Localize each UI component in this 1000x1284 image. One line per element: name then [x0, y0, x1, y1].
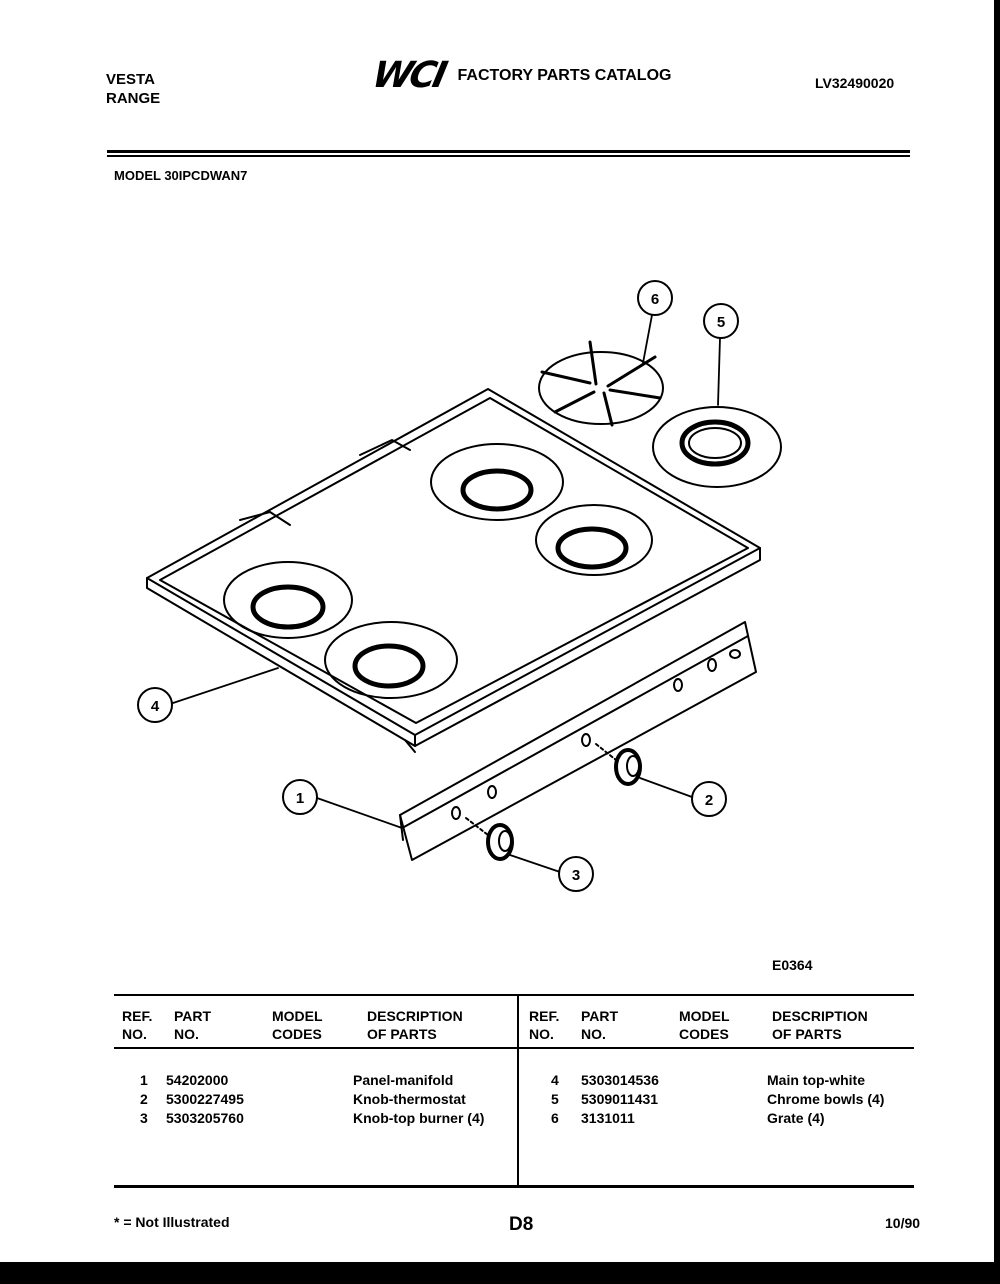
brand-block: VESTA RANGE: [106, 70, 160, 108]
callout-3: 3: [558, 856, 594, 892]
catalog-title-block: WCI FACTORY PARTS CATALOG: [369, 55, 672, 96]
callout-1-label: 1: [296, 790, 304, 807]
table-bottom-rule: [114, 1185, 914, 1188]
diagram-code: E0364: [772, 957, 813, 973]
page-number: D8: [509, 1214, 534, 1235]
catalog-number: LV32490020: [815, 75, 895, 91]
callout-5-label: 5: [717, 314, 725, 331]
callout-4-label: 4: [151, 698, 160, 715]
leader-lines: [172, 314, 721, 873]
grate: [538, 340, 664, 427]
table-top-rule: [114, 994, 914, 996]
header-rule-top: [107, 150, 910, 153]
callout-4: 4: [137, 687, 173, 723]
callout-5: 5: [703, 303, 739, 339]
header-rule-bottom: [107, 155, 910, 157]
model-label: MODEL 30IPCDWAN7: [114, 168, 248, 183]
callout-2: 2: [691, 781, 727, 817]
callout-1: 1: [282, 779, 318, 815]
control-panel-manifold: [399, 621, 757, 861]
header-ref-left: REF.NO.: [122, 1008, 153, 1042]
callout-2-label: 2: [705, 792, 713, 809]
exploded-parts-diagram: 1 2 3 4 5 6: [137, 280, 782, 892]
callout-6-label: 6: [651, 291, 659, 308]
table-header-rule: [114, 1047, 914, 1049]
parts-catalog-page: VESTA RANGE WCI FACTORY PARTS CATALOG LV…: [0, 0, 994, 1262]
header-ref-right: REF.NO.: [529, 1008, 560, 1042]
table-center-divider: [517, 995, 519, 1185]
knob-thermostat: [595, 743, 642, 786]
not-illustrated-note: * = Not Illustrated: [114, 1214, 230, 1230]
product-name: RANGE: [106, 90, 161, 107]
callout-3-label: 3: [572, 867, 580, 884]
catalog-date: 10/90: [885, 1215, 921, 1231]
chrome-bowl: [652, 406, 782, 488]
brand-name: VESTA: [106, 71, 155, 88]
catalog-title: FACTORY PARTS CATALOG: [457, 67, 672, 84]
burner-openings: [223, 443, 653, 699]
callout-6: 6: [637, 280, 673, 316]
knob-top-burner: [465, 817, 514, 861]
